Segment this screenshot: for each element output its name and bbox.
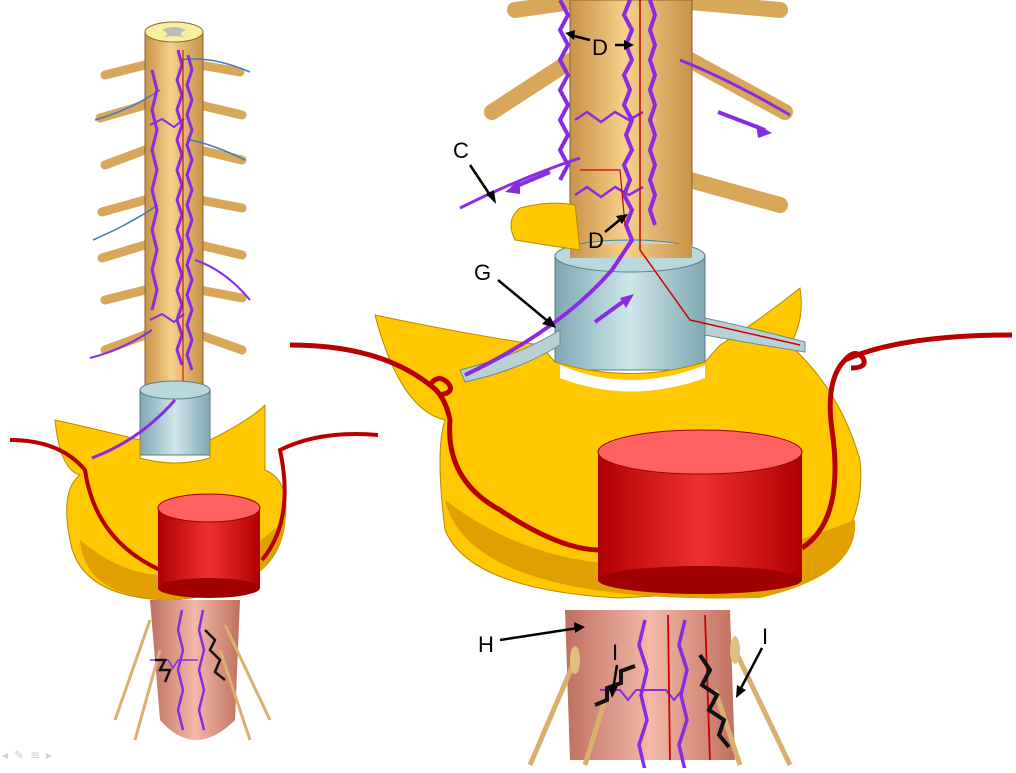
label-pointers bbox=[468, 30, 764, 698]
label-d-top: D bbox=[592, 35, 608, 60]
artery-thin-right bbox=[639, 0, 801, 346]
blue-nerves-left bbox=[92, 58, 251, 241]
pen-icon[interactable]: ✎ bbox=[14, 748, 25, 762]
nerve-roots-left bbox=[95, 60, 247, 355]
transverse-process bbox=[510, 202, 581, 251]
conus-right bbox=[565, 610, 735, 760]
black-nerve-left-2 bbox=[204, 629, 226, 681]
arrow-right-icon[interactable]: ▸ bbox=[46, 748, 53, 762]
black-nerve-right-right bbox=[698, 653, 731, 749]
root-sleeve-left bbox=[91, 399, 177, 460]
slideshow-toolbar: ◂ ✎ ≡ ▸ bbox=[2, 748, 52, 762]
label-g: G bbox=[474, 260, 491, 285]
artery-thin-right-2 bbox=[580, 169, 626, 226]
cauda-roots-right bbox=[527, 648, 793, 767]
label-i-right: I bbox=[762, 624, 768, 649]
conus-veins-right bbox=[600, 619, 689, 771]
veins-left bbox=[89, 49, 251, 371]
conus-left bbox=[150, 600, 240, 740]
label-c: C bbox=[453, 138, 469, 163]
segmental-artery-right bbox=[289, 332, 1013, 553]
label-d-bottom: D bbox=[588, 228, 604, 253]
overview-diagram bbox=[9, 21, 379, 741]
label-i-left: I bbox=[612, 640, 618, 665]
menu-icon[interactable]: ≡ bbox=[30, 748, 41, 762]
magnified-diagram bbox=[289, 0, 1013, 771]
spinal-cord-left bbox=[144, 31, 204, 403]
segmental-artery-left bbox=[9, 432, 379, 572]
flow-arrows bbox=[505, 110, 772, 324]
black-nerve-left bbox=[155, 658, 172, 683]
arrow-left-icon[interactable]: ◂ bbox=[2, 748, 9, 762]
grey-matter-left bbox=[162, 27, 186, 38]
veins-right bbox=[459, 0, 791, 377]
cauda-roots-left bbox=[113, 619, 272, 741]
dura-right bbox=[554, 254, 706, 371]
label-h: H bbox=[478, 632, 494, 657]
